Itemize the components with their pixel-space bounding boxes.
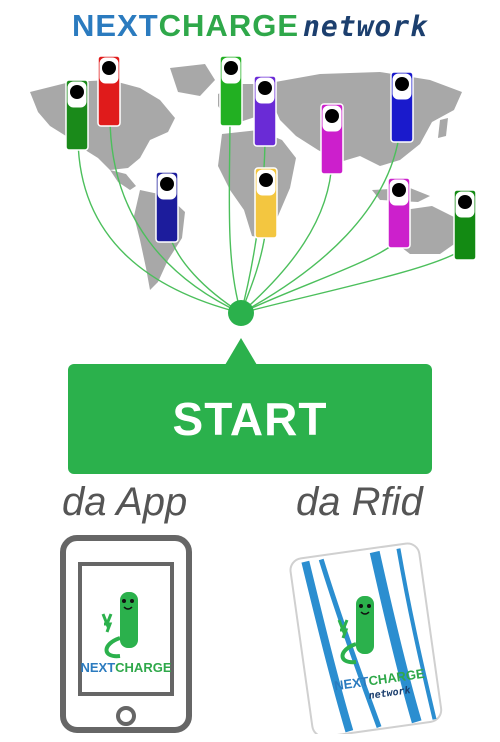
start-label: START (172, 393, 328, 445)
logo-network: network (303, 10, 429, 43)
charger-magenta-indonesia-icon (387, 177, 411, 249)
smartphone-icon: NEXTCHARGE (60, 535, 192, 733)
hub-node (228, 300, 254, 326)
card-brand-next: NEXT (333, 674, 369, 694)
rfid-label: da Rfid (296, 480, 423, 524)
svg-text:NEXTCHARGE: NEXTCHARGE (80, 660, 171, 675)
world-charging-map (30, 55, 477, 326)
start-button[interactable]: START (68, 364, 432, 474)
card-plug-mascot-icon (337, 596, 374, 665)
charger-purple-europe-icon (253, 75, 277, 147)
charger-green-europe-icon (219, 55, 243, 127)
phone-brand-next: NEXT (80, 660, 115, 675)
charger-red-north-icon (97, 55, 121, 127)
phone-plug-mascot-icon (101, 592, 138, 659)
logo-next: NEXT (71, 8, 159, 43)
charger-navy-south-america-icon (155, 171, 179, 243)
charger-blue-asia-icon (390, 71, 414, 143)
charger-magenta-asia-icon (320, 103, 344, 175)
logo-charge: CHARGE (158, 8, 299, 43)
charger-yellow-africa-icon (254, 167, 278, 239)
phone-brand-charge: CHARGE (115, 660, 172, 675)
charger-pins (65, 55, 477, 261)
charger-green-americas-icon (65, 79, 89, 151)
start-arrow (225, 338, 257, 365)
charger-green-australia-icon (453, 189, 477, 261)
rfid-card-icon: NEXTCHARGE network (289, 542, 443, 734)
app-label: da App (62, 480, 188, 524)
